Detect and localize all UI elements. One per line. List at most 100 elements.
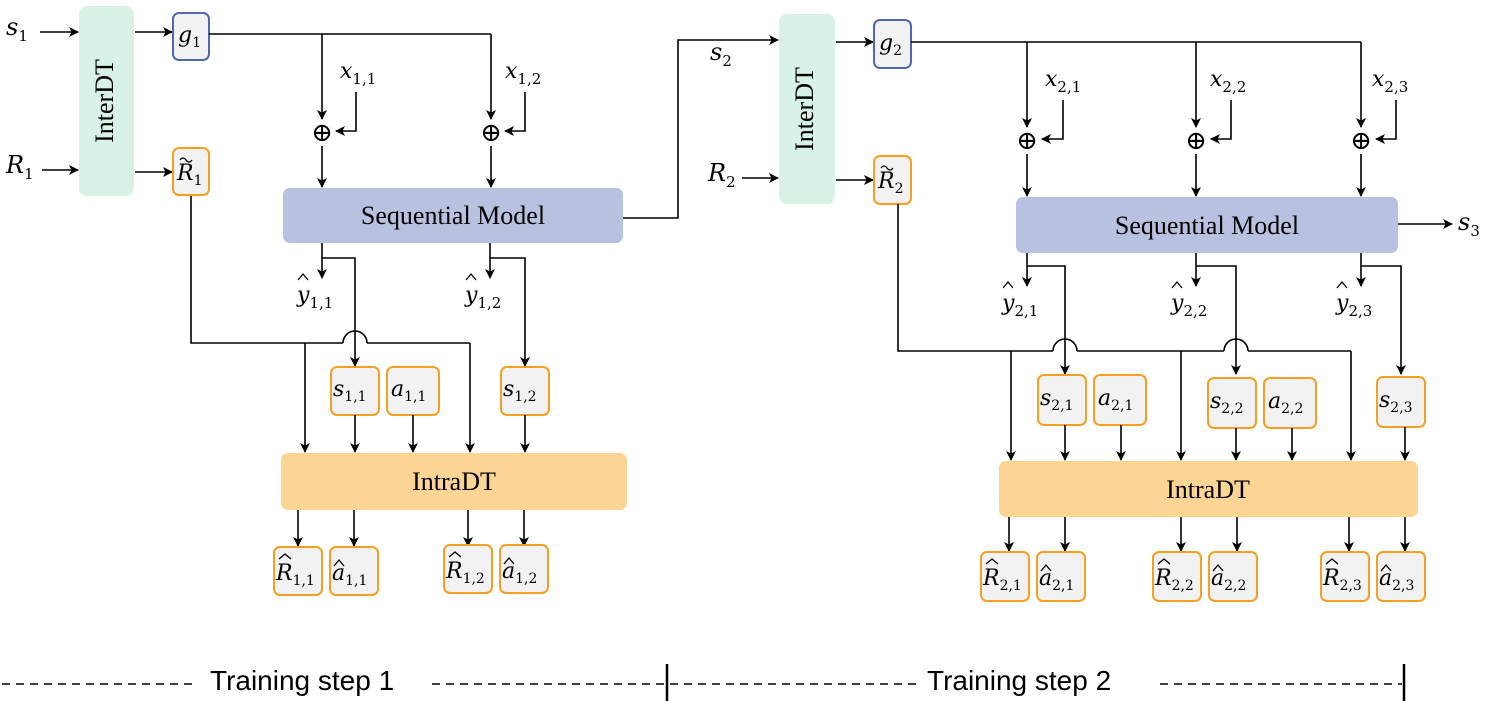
hat-y11 <box>297 272 309 281</box>
token-s23 <box>1376 376 1426 428</box>
token-s23-label: s2,3 <box>1379 388 1413 416</box>
token-s11-label: s1,1 <box>333 377 367 405</box>
input-s3: s3 <box>1458 208 1480 240</box>
line-Rt1-down <box>190 196 343 344</box>
token-Rt2-label: R2 <box>877 169 904 197</box>
arrow-seq2-s23 <box>1361 265 1406 375</box>
oplus-1-1: ⊕ <box>311 118 333 147</box>
arrow-seq-s12 <box>490 257 530 367</box>
intradt-2-block <box>999 461 1418 517</box>
output-Rh21-label: R2,1 <box>982 566 1022 594</box>
sequential-model-2-label: Sequential Model <box>1115 211 1299 240</box>
tilde-Rt1 <box>179 157 193 163</box>
label-x11: x1,1 <box>340 59 376 88</box>
label-x12: x1,2 <box>505 59 541 88</box>
token-s21 <box>1037 374 1087 426</box>
sequential-model-1-block <box>283 188 623 243</box>
tilde-Rt2 <box>880 165 894 171</box>
hat-Rh12 <box>448 551 462 558</box>
interdt-1-block <box>79 6 134 196</box>
input-R1: R1 <box>5 151 34 183</box>
hat-Rh23 <box>1325 558 1339 565</box>
output-Rh22-label: R2,2 <box>1154 566 1194 594</box>
oplus-2-1: ⊕ <box>1016 126 1038 155</box>
label-y12: y1,2 <box>464 283 501 312</box>
output-Rh21 <box>980 551 1030 602</box>
hat-ah23 <box>1380 563 1392 572</box>
oplus-2-2: ⊕ <box>1185 126 1207 155</box>
interdt-2-block <box>779 14 835 204</box>
hat-y12 <box>465 272 477 281</box>
hat-ah11 <box>333 558 345 567</box>
input-R2: R2 <box>707 159 736 191</box>
training-step-2-label: Training step 2 <box>927 665 1111 696</box>
output-Rh23-label: R2,3 <box>1322 566 1362 594</box>
arrow-x12-oplus <box>504 92 526 136</box>
label-y11: y1,1 <box>296 283 333 312</box>
label-x23: x2,3 <box>1372 67 1408 96</box>
intradt-1-label: IntraDT <box>412 467 496 496</box>
label-y21: y2,1 <box>1001 291 1038 320</box>
hat-ah21 <box>1040 563 1052 572</box>
token-g2 <box>873 19 912 69</box>
hat-Rh22 <box>1157 558 1171 565</box>
token-Rt1-label: R1 <box>176 161 203 189</box>
label-y22: y2,2 <box>1170 291 1207 320</box>
output-Rh12-label: R1,2 <box>445 559 485 587</box>
output-ah22 <box>1208 551 1258 602</box>
token-s12-label: s1,2 <box>503 377 537 405</box>
intradt-2-label: IntraDT <box>1166 475 1250 504</box>
output-Rh12 <box>443 544 493 594</box>
output-Rh11 <box>273 546 323 596</box>
label-x22: x2,2 <box>1210 67 1246 96</box>
output-ah21 <box>1036 551 1086 602</box>
output-Rh23 <box>1320 551 1370 602</box>
token-g2-label: g2 <box>879 31 902 59</box>
input-s1: s1 <box>6 13 28 45</box>
token-a22-label: a2,2 <box>1268 389 1303 417</box>
output-ah23 <box>1376 551 1426 602</box>
token-s22-label: s2,2 <box>1210 389 1244 417</box>
input-s2: s2 <box>710 38 732 70</box>
output-ah11 <box>329 546 379 596</box>
interdt-1-label: InterDT <box>90 59 119 143</box>
training-step-1-label: Training step 1 <box>210 665 394 696</box>
label-y23: y2,3 <box>1335 291 1372 320</box>
line-seq2-s22 <box>1196 265 1237 326</box>
token-s22 <box>1207 377 1257 429</box>
output-Rh22 <box>1152 551 1202 602</box>
output-Rh11-label: R1,1 <box>275 561 315 589</box>
arrow-seq1-interdt2 <box>623 35 779 219</box>
token-a11-label: a1,1 <box>391 377 426 405</box>
label-x21: x2,1 <box>1045 67 1081 96</box>
output-ah12 <box>499 544 549 594</box>
sequential-model-2-block <box>1016 197 1398 253</box>
token-Rt2 <box>873 155 912 205</box>
hat-y23 <box>1336 280 1348 289</box>
line-Rt2-down <box>897 204 1053 352</box>
token-a22 <box>1263 377 1317 429</box>
output-ah22-label: a2,2 <box>1211 566 1246 594</box>
hat-y22 <box>1171 280 1183 289</box>
output-ah12-label: a1,2 <box>502 559 537 587</box>
hat-ah12 <box>503 556 515 565</box>
token-g1 <box>172 12 210 61</box>
intradt-1-block <box>281 453 627 510</box>
oplus-2-3: ⊕ <box>1350 126 1372 155</box>
arrow-x22-oplus <box>1210 100 1232 144</box>
hat-ah22 <box>1212 563 1224 572</box>
token-Rt1 <box>172 147 210 196</box>
token-a21 <box>1093 374 1147 426</box>
token-g1-label: g1 <box>178 23 201 51</box>
token-s21-label: s2,1 <box>1040 386 1074 414</box>
arrow-x11-oplus <box>335 92 357 136</box>
sequential-model-1-label: Sequential Model <box>361 201 545 230</box>
line-seq-s11 <box>322 257 356 318</box>
output-ah11-label: a1,1 <box>332 561 367 589</box>
arrow-x23-oplus <box>1375 100 1397 144</box>
token-a21-label: a2,1 <box>1098 386 1133 414</box>
hat-y21 <box>1002 280 1014 289</box>
output-ah23-label: a2,3 <box>1379 566 1414 594</box>
